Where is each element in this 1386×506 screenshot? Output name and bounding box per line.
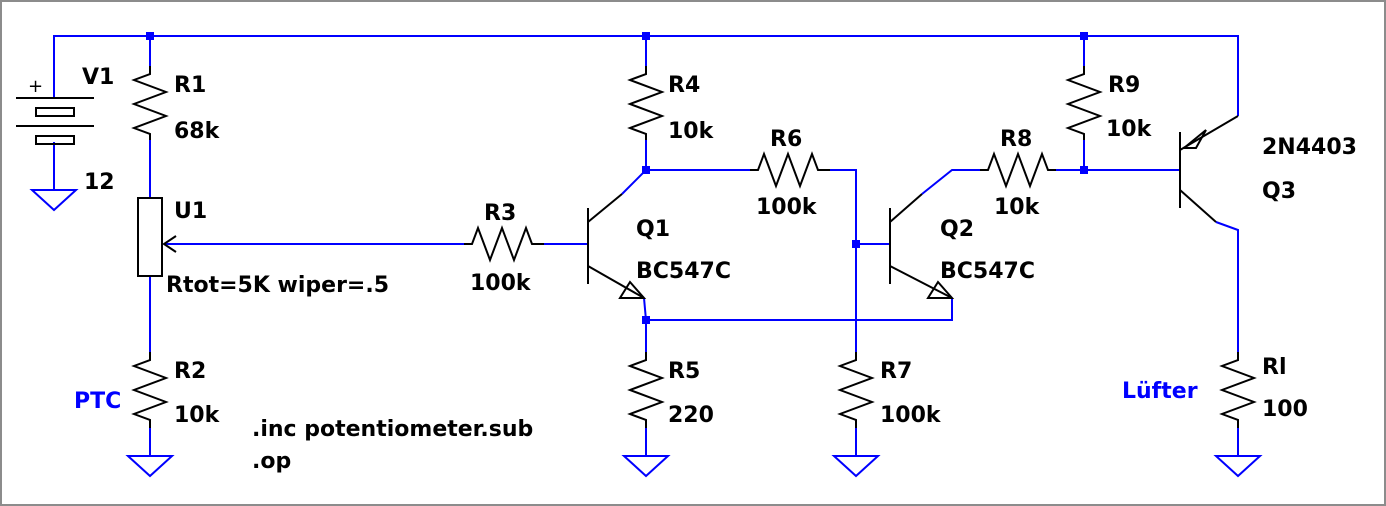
transistor-q3-symbol <box>1179 115 1239 223</box>
r7-value-label: 100k <box>880 403 942 428</box>
resistor-r5-symbol <box>627 352 665 428</box>
r7-name-label: R7 <box>880 359 912 384</box>
junction-dot <box>642 166 650 174</box>
ground-icon <box>831 455 881 478</box>
r3-name-label: R3 <box>484 201 516 226</box>
battery-v1-symbol: + <box>16 76 94 145</box>
ground-icon <box>1213 455 1263 478</box>
fan-net-label: Lüfter <box>1122 379 1198 404</box>
r8-value-label: 10k <box>994 195 1041 220</box>
q3-value-label: 2N4403 <box>1262 135 1357 160</box>
u1-value-label: Rtot=5K wiper=.5 <box>166 273 389 298</box>
potentiometer-u1-symbol <box>137 197 177 277</box>
junction-dot <box>1080 32 1088 40</box>
r6-name-label: R6 <box>770 127 802 152</box>
transistor-q2-symbol <box>889 193 955 299</box>
ground-icon <box>125 455 175 478</box>
transistor-q1-symbol <box>587 193 647 299</box>
resistor-r1-symbol <box>131 66 169 140</box>
resistor-rl-symbol <box>1219 352 1257 428</box>
q1-value-label: BC547C <box>636 259 731 284</box>
q1-name-label: Q1 <box>636 217 670 242</box>
ground-icon <box>29 189 79 212</box>
rl-value-label: 100 <box>1262 397 1308 422</box>
resistor-r7-symbol <box>837 352 875 428</box>
r3-value-label: 100k <box>470 271 532 296</box>
resistor-r3-symbol <box>464 225 544 263</box>
r1-name-label: R1 <box>174 73 206 98</box>
resistor-r6-symbol <box>750 151 830 189</box>
r9-value-label: 10k <box>1106 117 1153 142</box>
r2-value-label: 10k <box>174 403 221 428</box>
q2-value-label: BC547C <box>940 259 1035 284</box>
junction-dot <box>1080 166 1088 174</box>
r9-name-label: R9 <box>1108 73 1140 98</box>
v1-name-label: V1 <box>82 65 114 90</box>
r6-value-label: 100k <box>756 195 818 220</box>
junction-dot <box>642 32 650 40</box>
q3-name-label: Q3 <box>1262 179 1296 204</box>
wire-emitter-link <box>646 298 953 321</box>
wire-q2-collector <box>921 169 980 195</box>
junction-dot <box>852 240 860 248</box>
r4-value-label: 10k <box>668 119 715 144</box>
ptc-net-label: PTC <box>74 389 121 414</box>
v1-value-label: 12 <box>84 170 115 195</box>
resistor-r9-symbol <box>1065 66 1103 140</box>
r1-value-label: 68k <box>174 119 221 144</box>
ground-icon <box>621 455 671 478</box>
r2-name-label: R2 <box>174 359 206 384</box>
r5-name-label: R5 <box>668 359 700 384</box>
resistor-r2-symbol <box>131 352 169 428</box>
rl-name-label: Rl <box>1262 355 1286 380</box>
op-directive: .op <box>252 449 291 474</box>
r8-name-label: R8 <box>1000 127 1032 152</box>
resistor-r8-symbol <box>980 151 1056 189</box>
wire-q1-emitter <box>643 297 647 352</box>
u1-name-label: U1 <box>174 199 207 224</box>
wire-r6-r7 <box>830 169 857 356</box>
resistor-r4-symbol <box>627 66 665 140</box>
junction-dot <box>642 316 650 324</box>
r4-name-label: R4 <box>668 73 700 98</box>
include-directive: .inc potentiometer.sub <box>252 417 533 442</box>
wire-q3-collector <box>1215 221 1239 352</box>
junction-dot <box>146 32 154 40</box>
q2-name-label: Q2 <box>940 217 974 242</box>
junctions <box>146 32 1088 324</box>
plus-icon: + <box>28 76 43 97</box>
r5-value-label: 220 <box>668 403 714 428</box>
